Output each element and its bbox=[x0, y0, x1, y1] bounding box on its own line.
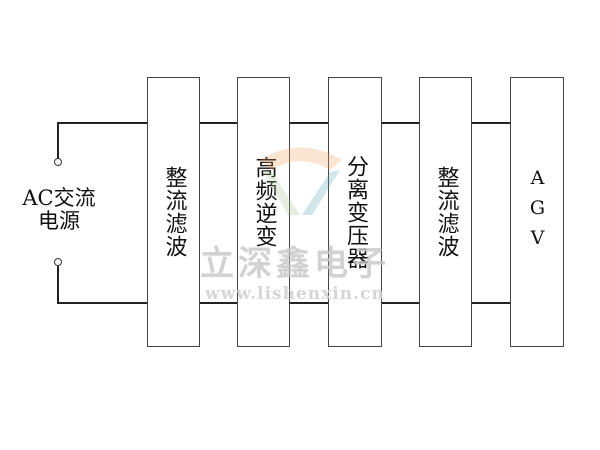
terminal-bottom-icon bbox=[54, 258, 62, 266]
wire-top-4-5 bbox=[471, 122, 511, 124]
watermark-url-text: www.lishenxin.cn bbox=[205, 284, 385, 304]
block-label: AGV bbox=[526, 167, 549, 257]
wire-top-2-3 bbox=[289, 122, 329, 124]
block-label: 分离变压器 bbox=[343, 154, 368, 270]
block-label: 高频逆变 bbox=[251, 156, 277, 248]
wire-bottom-2-3 bbox=[289, 302, 329, 304]
block-label: 整流滤波 bbox=[161, 166, 187, 258]
wire-top-3-4 bbox=[381, 122, 420, 124]
block-rectifier-filter-2: 整流滤波 bbox=[419, 77, 472, 347]
ac-source-label-line1: AC交流 bbox=[22, 186, 96, 210]
source-wire-top-vertical bbox=[57, 122, 59, 160]
block-label: 整流滤波 bbox=[433, 166, 459, 258]
source-wire-bottom-vertical bbox=[57, 266, 59, 304]
source-wire-bottom-horizontal bbox=[57, 302, 149, 304]
wire-bottom-1-2 bbox=[199, 302, 238, 304]
block-agv: AGV bbox=[510, 77, 564, 347]
wire-bottom-4-5 bbox=[471, 302, 511, 304]
block-rectifier-filter-1: 整流滤波 bbox=[147, 77, 200, 347]
block-separable-transformer: 分离变压器 bbox=[328, 77, 382, 347]
wire-bottom-3-4 bbox=[381, 302, 420, 304]
source-wire-top-horizontal bbox=[57, 122, 149, 124]
ac-source-label: AC交流 电源 bbox=[14, 187, 104, 233]
terminal-top-icon bbox=[54, 158, 62, 166]
watermark-company-text: 立深鑫电子 bbox=[200, 244, 390, 284]
wire-top-1-2 bbox=[199, 122, 238, 124]
ac-source-label-line2: 电源 bbox=[38, 209, 80, 233]
block-high-frequency-inverter: 高频逆变 bbox=[237, 77, 290, 347]
